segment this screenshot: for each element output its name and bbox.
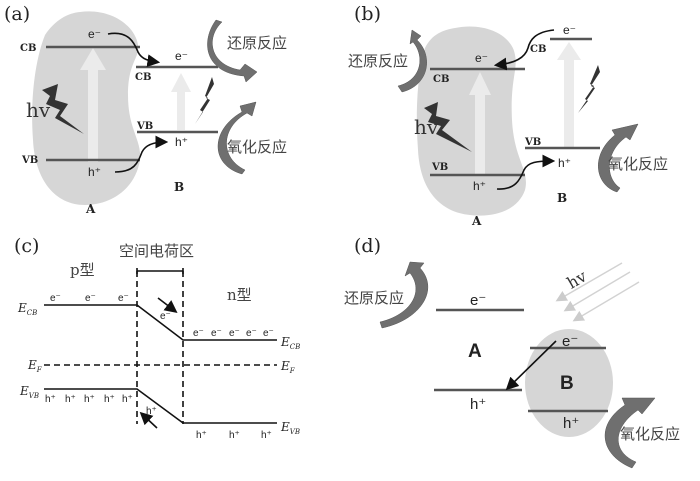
panel-c: (c) 空间电荷区 p型 n型 ECB ECB EF EF EVB EVB e⁻… (14, 235, 300, 441)
photon-label-a: hv (26, 98, 51, 122)
vb-label-a: VB (21, 155, 38, 166)
conduction-band-edge (44, 304, 277, 341)
panel-a-label: (a) (4, 3, 30, 25)
vb-label-b: VB (524, 137, 541, 148)
electron-a: e⁻ (470, 292, 486, 309)
material-a-label: A (471, 214, 482, 228)
electron: e⁻ (229, 328, 240, 339)
vb-label-b: VB (136, 121, 153, 132)
cb-label-a: CB (20, 43, 36, 54)
hole-a: h⁺ (88, 165, 101, 179)
hole: h⁺ (104, 394, 115, 405)
cb-label-a: CB (433, 74, 449, 85)
electron-transfer-arrow (493, 29, 555, 71)
hole: h⁺ (84, 394, 95, 405)
semiconductor-a-shape (416, 26, 526, 216)
oxidation-label-d: 氧化反应 (620, 425, 680, 443)
material-b-label: B (560, 373, 574, 394)
p-type-label: p型 (70, 261, 95, 279)
electron: e⁻ (193, 328, 204, 339)
panel-d-label: (d) (354, 235, 381, 257)
reduction-label-d: 还原反应 (344, 289, 404, 307)
excitation-arrow-icon (557, 42, 581, 148)
electron: e⁻ (160, 311, 171, 322)
semiconductor-a-shape (32, 11, 141, 205)
panel-c-label: (c) (14, 235, 39, 257)
material-b-label: B (557, 191, 567, 205)
n-type-label: n型 (227, 286, 252, 304)
electron: e⁻ (246, 328, 257, 339)
material-a-label: A (468, 341, 482, 362)
hole-b: h⁺ (175, 135, 188, 149)
reduction-label-a: 还原反应 (227, 34, 287, 52)
electron: e⁻ (85, 293, 96, 304)
light-ray (555, 262, 623, 302)
electron-b: e⁻ (562, 333, 578, 350)
electron: e⁻ (50, 293, 61, 304)
reduction-label-b: 还原反应 (348, 52, 408, 70)
electron-drift-arrow (157, 297, 178, 313)
hole-a: h⁺ (473, 179, 486, 193)
oxidation-curved-arrow-icon (604, 397, 656, 469)
ef-label-left: EF (27, 358, 43, 374)
depletion-region-label: 空间电荷区 (119, 242, 194, 260)
photon-label-d: hv (564, 267, 590, 293)
valence-band-edge (44, 388, 277, 424)
hole-a: h⁺ (470, 396, 486, 413)
lightning-bolt-icon (195, 77, 214, 124)
lightning-bolt-icon (424, 102, 472, 152)
electron-transfer-arrow (107, 32, 161, 67)
reduction-curved-arrow-icon (379, 261, 429, 329)
excitation-arrow-icon (469, 72, 491, 175)
ecb-label-right: ECB (280, 335, 300, 351)
cb-label-b: CB (530, 44, 546, 55)
evb-label-right: EVB (280, 420, 300, 436)
hole: h⁺ (65, 394, 76, 405)
panel-b: (b) CB VB CB VB e⁻ h⁺ e⁻ h⁺ hv A B 还原反应 … (348, 3, 668, 228)
light-ray (563, 271, 631, 312)
oxidation-label-a: 氧化反应 (227, 138, 287, 156)
panel-b-label: (b) (354, 3, 381, 25)
hole: h⁺ (196, 430, 207, 441)
reduction-curved-arrow-icon (207, 19, 258, 83)
hole-transfer-arrow (496, 154, 556, 190)
light-ray (572, 281, 640, 322)
hole: h⁺ (261, 430, 272, 441)
panel-a: (a) CB VB CB VB e⁻ h⁺ e⁻ h⁺ hv A B 还原反应 (4, 3, 287, 216)
hole: h⁺ (229, 430, 240, 441)
hole: h⁺ (45, 394, 56, 405)
ecb-label-left: ECB (17, 301, 37, 317)
electron: e⁻ (263, 328, 274, 339)
vb-label-a: VB (431, 162, 448, 173)
ef-label-right: EF (280, 359, 296, 375)
material-a-label: A (85, 202, 96, 216)
panel-d: (d) hv e⁻ h⁺ e⁻ h⁺ A B 还原反应 氧化反应 (344, 235, 680, 469)
hole-b: h⁺ (563, 415, 579, 432)
hole: h⁺ (122, 394, 133, 405)
recombination-arrow (505, 340, 557, 391)
cb-label-b: CB (135, 72, 151, 83)
electron-a: e⁻ (88, 27, 101, 41)
excitation-arrow-icon (80, 48, 106, 162)
hole-transfer-arrow (114, 135, 169, 173)
photon-label-b: hv (414, 115, 439, 139)
hole: h⁺ (146, 406, 157, 417)
hole-b: h⁺ (558, 156, 571, 170)
lightning-bolt-icon (578, 65, 600, 113)
oxidation-label-b: 氧化反应 (608, 155, 668, 173)
excitation-arrow-icon (171, 73, 191, 130)
electron-b: e⁻ (175, 49, 188, 63)
electron: e⁻ (211, 328, 222, 339)
material-b-label: B (174, 180, 184, 194)
electron-b: e⁻ (563, 23, 576, 37)
oxidation-curved-arrow-icon (217, 101, 257, 175)
lightning-bolt-icon (42, 84, 84, 134)
hole-drift-arrow (139, 411, 158, 429)
evb-label-left: EVB (19, 384, 39, 400)
electron-a: e⁻ (475, 51, 488, 65)
electron: e⁻ (118, 293, 129, 304)
